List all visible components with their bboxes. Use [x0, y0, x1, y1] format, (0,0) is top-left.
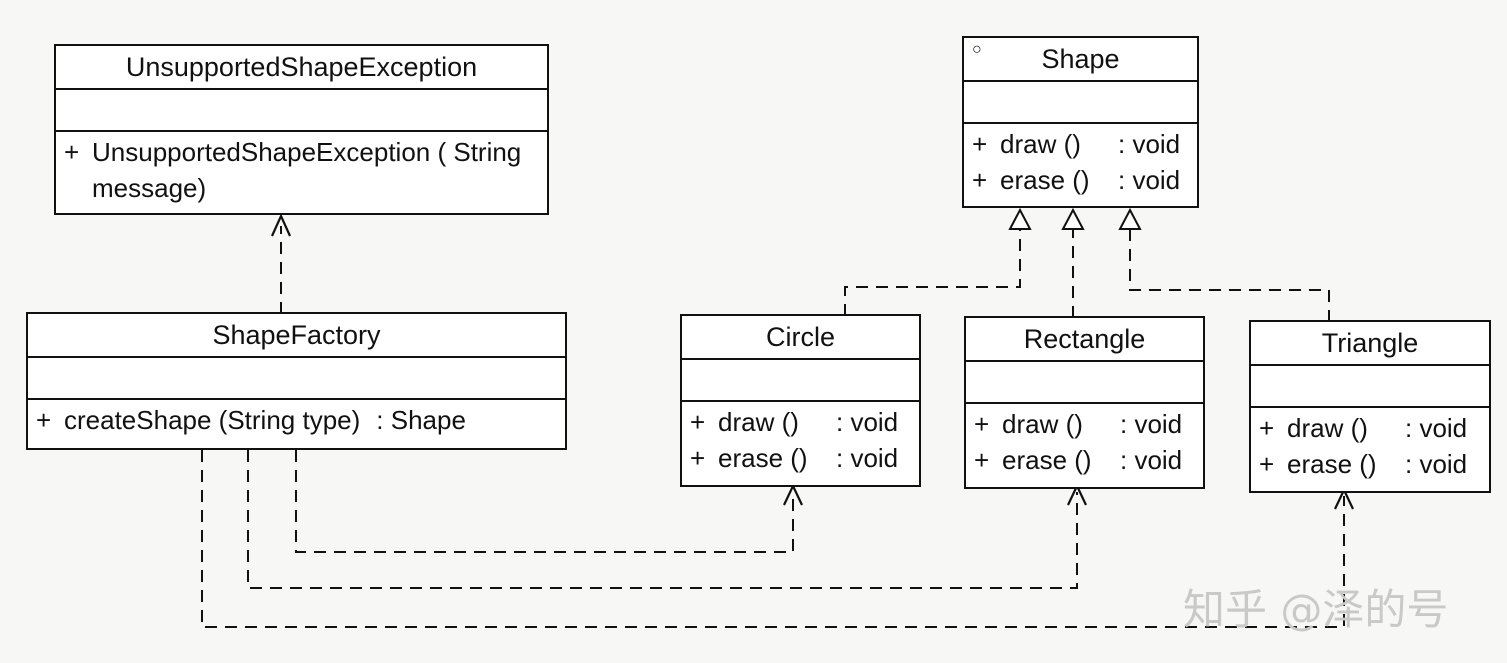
class-name: Circle — [682, 316, 919, 360]
operation-signature: erase () — [1000, 165, 1090, 195]
class-name: ○ Shape — [964, 38, 1197, 82]
watermark: 知乎 @泽的号 — [1183, 585, 1449, 634]
class-circle[interactable]: Circle + draw () : void + erase () : voi… — [680, 314, 921, 487]
attributes-compartment — [682, 360, 919, 402]
operation-return-type: : void — [1118, 129, 1181, 159]
arrowhead-exception — [270, 213, 292, 237]
class-triangle[interactable]: Triangle + draw () : void + erase () : v… — [1249, 320, 1491, 493]
class-unsupported-shape-exception[interactable]: UnsupportedShapeException + UnsupportedS… — [54, 44, 549, 215]
visibility-marker: + — [1259, 413, 1275, 443]
operation-return-type: : void — [1120, 409, 1183, 439]
visibility-marker: + — [64, 137, 80, 167]
attributes-compartment — [966, 362, 1203, 404]
operation-signature: erase () — [1287, 449, 1377, 479]
operations-compartment: + draw () : void + erase () : void — [682, 402, 919, 480]
attributes-compartment — [1251, 366, 1489, 408]
operations-compartment: + UnsupportedShapeException ( String mes… — [56, 132, 547, 210]
operation-return-type: : void — [836, 443, 899, 473]
operation: + erase () : void — [974, 442, 1195, 478]
operation-return-type: : void — [1120, 445, 1183, 475]
operation-return-type: : void — [1405, 413, 1468, 443]
operation: + draw () : void — [972, 126, 1189, 162]
dependency-factory-rectangle — [247, 450, 1078, 589]
operations-compartment: + draw () : void + erase () : void — [966, 404, 1203, 482]
operation: + draw () : void — [974, 406, 1195, 442]
class-name: ShapeFactory — [28, 314, 565, 358]
operation-signature: createShape (String type) — [64, 405, 361, 435]
class-rectangle[interactable]: Rectangle + draw () : void + erase () : … — [964, 316, 1205, 489]
attributes-compartment — [56, 90, 547, 132]
operations-compartment: + createShape (String type) : Shape — [28, 400, 565, 442]
class-name: UnsupportedShapeException — [56, 46, 547, 90]
operation: + erase () : void — [972, 162, 1189, 198]
operation: + createShape (String type) : Shape — [36, 402, 557, 438]
visibility-marker: + — [974, 445, 990, 475]
operation: + erase () : void — [1259, 446, 1481, 482]
operation-return-type: : void — [1118, 165, 1181, 195]
visibility-marker: + — [972, 129, 988, 159]
realization-circle-shape — [844, 228, 1021, 316]
realization-head-middle — [1061, 207, 1085, 230]
visibility-marker: + — [972, 165, 988, 195]
attributes-compartment — [964, 82, 1197, 124]
visibility-marker: + — [974, 409, 990, 439]
realization-triangle-shape — [1129, 228, 1330, 322]
operation-signature: draw () — [1002, 409, 1083, 439]
class-name-text: Shape — [1041, 44, 1120, 74]
attributes-compartment — [28, 358, 565, 400]
operation: + erase () : void — [690, 440, 911, 476]
interface-lollipop-icon: ○ — [972, 41, 982, 58]
dependency-factory-triangle — [201, 450, 1345, 628]
operation-signature: draw () — [1000, 129, 1081, 159]
operation: + draw () : void — [690, 404, 911, 440]
operation-return-type: : void — [1405, 449, 1468, 479]
class-name: Triangle — [1251, 322, 1489, 366]
operation-signature: erase () — [1002, 445, 1092, 475]
operations-compartment: + draw () : void + erase () : void — [964, 124, 1197, 202]
visibility-marker: + — [690, 443, 706, 473]
visibility-marker: + — [690, 407, 706, 437]
realization-head-right — [1118, 207, 1142, 230]
operations-compartment: + draw () : void + erase () : void — [1251, 408, 1489, 486]
operation-signature: draw () — [1287, 413, 1368, 443]
operation: + draw () : void — [1259, 410, 1481, 446]
operation-signature: UnsupportedShapeException ( String messa… — [92, 137, 522, 203]
realization-head-left — [1008, 207, 1032, 230]
class-name: Rectangle — [966, 318, 1203, 362]
operation-signature: erase () — [718, 443, 808, 473]
visibility-marker: + — [1259, 449, 1275, 479]
visibility-marker: + — [36, 405, 52, 435]
operation-return-type: : void — [836, 407, 899, 437]
class-shape-factory[interactable]: ShapeFactory + createShape (String type)… — [26, 312, 567, 450]
dependency-factory-circle — [295, 450, 794, 553]
interface-shape[interactable]: ○ Shape + draw () : void + erase () : vo… — [962, 36, 1199, 208]
operation-return-type: : Shape — [376, 405, 466, 435]
operation-signature: draw () — [718, 407, 799, 437]
operation: + UnsupportedShapeException ( String mes… — [64, 134, 539, 206]
